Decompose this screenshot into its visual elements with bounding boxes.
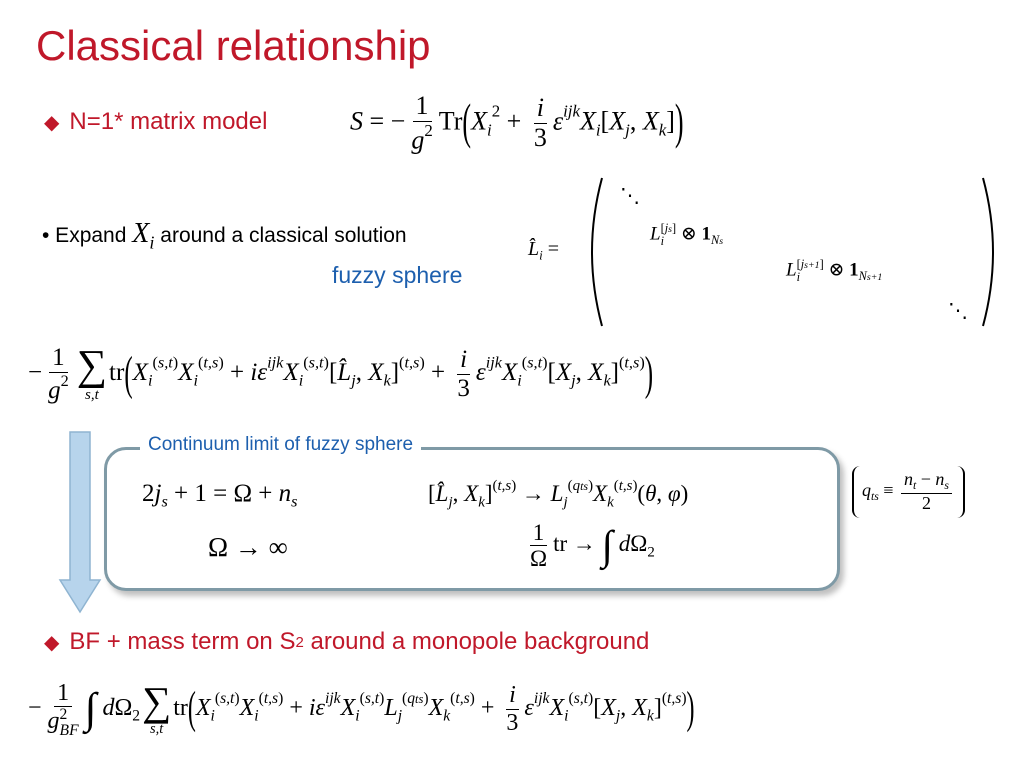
continuum-limit-box [104,447,840,591]
fuzzy-sphere-label: fuzzy sphere [332,262,463,288]
ddots-bottom: ⋱ [948,300,968,322]
bullet-bf-sup: 2 [295,633,304,651]
bullet-expand: • Expand Xi around a classical solution [42,218,407,253]
relation-j-omega: 2js + 1 = Ω + ns [142,480,298,511]
page-title: Classical relationship [36,22,431,69]
relation-omega-infinity: Ω → ∞ [208,532,288,562]
relation-commutator: [L̂j, Xk](t,s) → Lj(qts)Xk(t,s)(θ, φ) [428,478,689,511]
down-arrow-icon [58,431,102,614]
bullet-matrix-model: ◆ N=1* matrix model [44,108,267,136]
ddots-top: ⋱ [620,185,640,207]
x-i-symbol: Xi [132,218,155,253]
block-entry-1: L[js]i ⊗ 1Ns [650,221,724,249]
bullet-bf-text-b: around a monopole background [310,628,650,655]
continuum-limit-label: Continuum limit of fuzzy sphere [140,434,422,456]
bullet-bf-text-a: BF + mass term on S [69,628,296,655]
bullet-expand-suffix: around a classical solution [160,224,407,247]
matrix-left-bracket [591,177,603,327]
bullet-expand-prefix: • Expand [42,224,127,247]
block-entry-2: L[js+1]i ⊗ 1Ns+1 [786,257,883,285]
l-hat-label: L̂i = [528,238,560,263]
diamond-icon: ◆ [44,111,60,134]
block-matrix: ⋱ ⋱ [591,177,994,327]
bullet-matrix-model-text: N=1* matrix model [69,108,268,135]
diamond-icon: ◆ [44,631,60,654]
matrix-right-bracket [982,177,994,327]
